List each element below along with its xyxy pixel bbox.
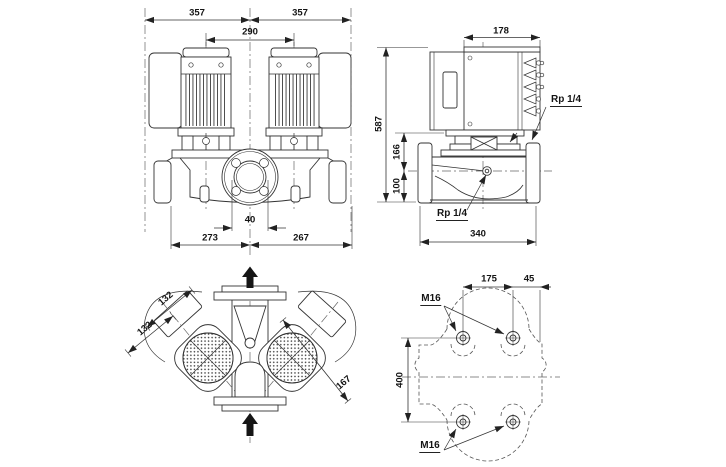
side-view-drawing [377, 34, 552, 246]
dim-hole-pitch-v: 400 [394, 372, 406, 388]
label-tap-bottom: Rp 1/4 [435, 208, 469, 221]
label-thread-top: M16 [420, 293, 442, 306]
dim-port-offset: 40 [244, 214, 256, 226]
dim-total-height: 587 [373, 116, 385, 132]
dim-hole-pitch: 175 [481, 273, 497, 285]
dim-base-left: 273 [202, 232, 218, 244]
label-thread-bottom: M16 [419, 440, 441, 453]
dim-motor-spacing: 290 [242, 26, 258, 38]
flow-direction-arrow-icon [242, 413, 258, 436]
label-tap-top: Rp 1/4 [549, 94, 583, 107]
dim-edge-offset: 45 [523, 273, 535, 285]
dim-flange-height: 166 [391, 144, 403, 160]
top-view-drawing [124, 266, 357, 443]
flow-direction-arrow-icon [242, 266, 258, 288]
dim-axis-height: 100 [391, 178, 403, 194]
front-view-drawing [144, 8, 353, 255]
dim-box-width: 178 [493, 25, 509, 37]
dim-overall-left: 357 [189, 7, 205, 19]
dim-base-right: 267 [293, 232, 309, 244]
bolt-pattern-drawing [401, 283, 560, 462]
dim-overall-right: 357 [292, 7, 308, 19]
dim-body-length: 340 [470, 228, 486, 240]
